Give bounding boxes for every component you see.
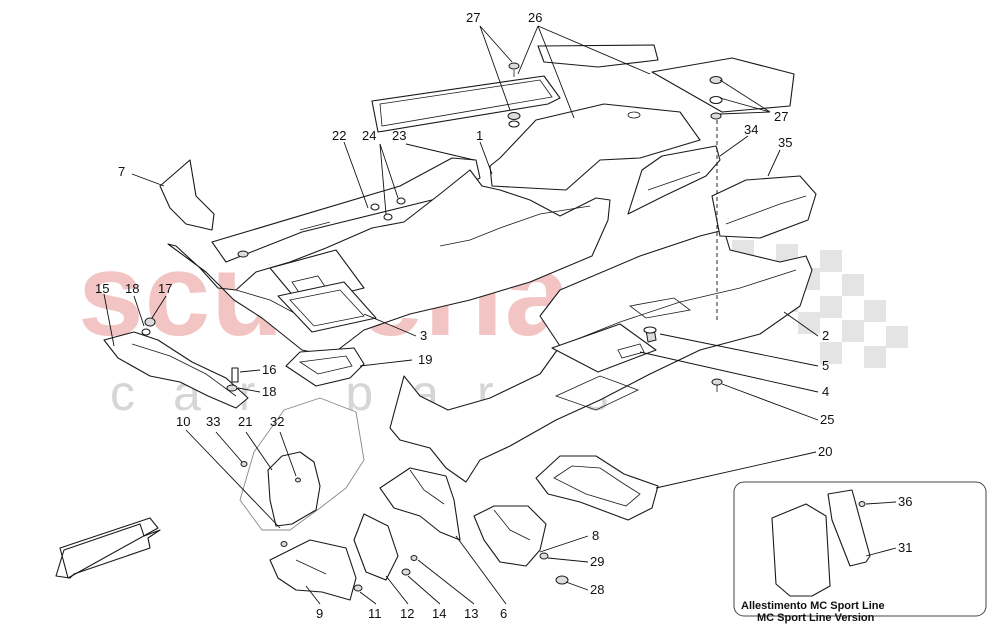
rear-left-mat	[537, 44, 659, 68]
part-3-carpet-panel	[269, 249, 377, 333]
callout-36: 36	[898, 494, 912, 509]
part-5-clip	[643, 326, 657, 343]
callout-25: 25	[820, 412, 834, 427]
inset-caption-line2: MC Sport Line Version	[757, 612, 875, 624]
callout-7: 7	[118, 164, 125, 179]
part-12-bracket	[353, 513, 399, 581]
part-15-reinforcement	[103, 317, 249, 409]
callout-26: 26	[528, 10, 542, 25]
callout-35: 35	[778, 135, 792, 150]
part-22-sill-trim	[211, 157, 481, 263]
callout-16: 16	[262, 362, 276, 377]
callout-29: 29	[590, 554, 604, 569]
part-11-nut	[353, 584, 363, 592]
part-28-bolt	[555, 575, 569, 585]
part-25-clip	[711, 378, 723, 392]
callout-28: 28	[590, 582, 604, 597]
part-2-rear-carpet	[389, 229, 813, 483]
part-6-bracket	[379, 467, 461, 541]
callout-5: 5	[822, 358, 829, 373]
callout-18-bottom: 18	[262, 384, 276, 399]
callout-19: 19	[418, 352, 432, 367]
part-7-trim	[159, 159, 215, 231]
callout-14: 14	[432, 606, 446, 621]
callout-9: 9	[316, 606, 323, 621]
callout-8: 8	[592, 528, 599, 543]
callout-10: 10	[176, 414, 190, 429]
callout-23: 23	[392, 128, 406, 143]
part-34-panel	[627, 145, 721, 215]
callout-4: 4	[822, 384, 829, 399]
callout-3: 3	[420, 328, 427, 343]
front-left-mat	[371, 75, 561, 133]
callout-2: 2	[822, 328, 829, 343]
part-19-bracket	[285, 347, 365, 387]
callout-13: 13	[464, 606, 478, 621]
front-right-mat	[489, 103, 701, 191]
callout-27-top: 27	[466, 10, 480, 25]
part-20-tray	[535, 455, 659, 521]
part-32-panel	[267, 451, 321, 527]
part-8-bracket	[473, 505, 547, 567]
callout-18-top: 18	[125, 281, 139, 296]
callout-32: 32	[270, 414, 284, 429]
part-13-bolt	[410, 555, 418, 561]
inset-box: Allestimento MC Sport Line MC Sport Line…	[733, 481, 987, 624]
leader-lines	[103, 25, 897, 605]
front-direction-arrow	[55, 517, 161, 579]
part-9-bracket	[269, 539, 357, 601]
callout-21: 21	[238, 414, 252, 429]
mat-fastener-27	[507, 62, 723, 128]
callout-12: 12	[400, 606, 414, 621]
callout-15: 15	[95, 281, 109, 296]
rear-right-mat	[651, 57, 795, 113]
part-33-screw	[240, 461, 248, 467]
callout-22: 22	[332, 128, 346, 143]
callout-11: 11	[368, 606, 382, 621]
callout-labels: 27 26 27 34 35 1 7 22 24 23 15 18 17 16 …	[95, 10, 912, 621]
callout-6: 6	[500, 606, 507, 621]
part-14-nut	[401, 568, 411, 576]
callout-1: 1	[476, 128, 483, 143]
inset-caption-line1: Allestimento MC Sport Line	[741, 600, 885, 612]
callout-17: 17	[158, 281, 172, 296]
part-35-panel	[711, 175, 817, 239]
callout-31: 31	[898, 540, 912, 555]
callout-24: 24	[362, 128, 376, 143]
callout-20: 20	[818, 444, 832, 459]
part-29-screw	[539, 552, 549, 560]
callout-33: 33	[206, 414, 220, 429]
callout-34: 34	[744, 122, 758, 137]
callout-27-right: 27	[774, 109, 788, 124]
